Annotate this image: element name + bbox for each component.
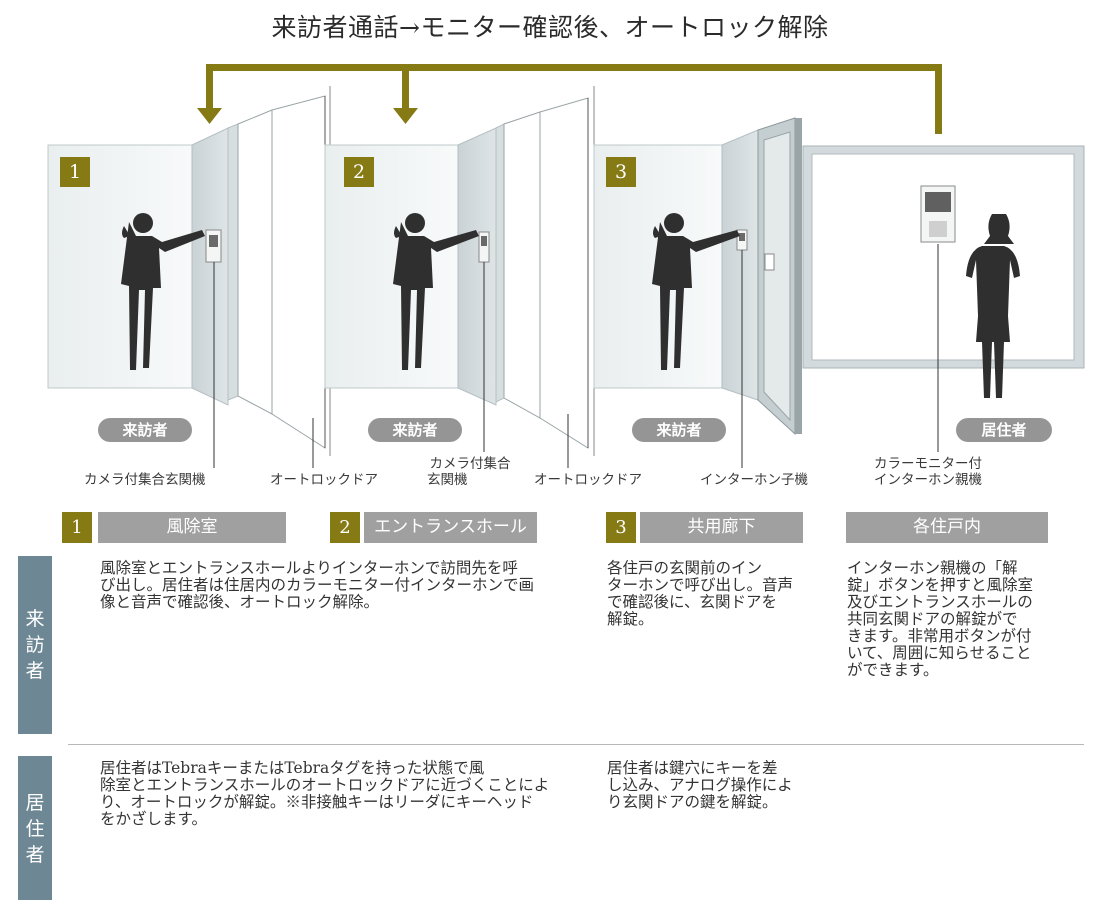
illustration xyxy=(47,64,1085,468)
connector-arrow xyxy=(197,64,942,134)
section-2-header: エントランスホール xyxy=(364,512,537,543)
row-label-resident-char: 者 xyxy=(25,844,45,866)
scene-panel-3 xyxy=(593,117,802,436)
callout-monitor-line1: カラーモニター付 xyxy=(874,456,982,472)
visitor-text-section-4: インターホン親機の「解 錠」ボタンを押すと風除室 及びエントランスホールの 共同… xyxy=(847,560,1033,679)
text-line: 像と音声で確認後、オートロック解除。 xyxy=(100,593,380,611)
callout-autolock-2: オートロックドア xyxy=(534,472,642,488)
section-3-header: 共用廊下 xyxy=(640,512,803,543)
resident-text-sections-1-2: 居住者はTebraキーまたはTebraタグを持った状態で風 除室とエントランスホ… xyxy=(100,760,549,828)
resident-label: 居住者 xyxy=(956,418,1052,442)
step-3-badge: 3 xyxy=(606,157,636,187)
text-line: きます。非常用ボタンが付 xyxy=(847,627,1032,645)
text-line: 風除室とエントランスホールよりインターホンで訪問先を呼 xyxy=(100,559,518,577)
text-line: 共同玄関ドアの解錠がで xyxy=(847,610,1018,628)
visitor-label-3: 来訪者 xyxy=(632,418,726,442)
step-2-badge: 2 xyxy=(344,157,374,187)
visitor-text-sections-1-2: 風除室とエントランスホールよりインターホンで訪問先を呼 び出し。居住者は住居内の… xyxy=(100,560,534,611)
section-2-number: 2 xyxy=(330,512,360,543)
visitor-label-2: 来訪者 xyxy=(368,418,462,442)
text-line: ができます。 xyxy=(847,661,939,679)
callout-lines xyxy=(213,244,939,468)
section-4-header: 各住戸内 xyxy=(846,512,1048,543)
section-1-header: 風除室 xyxy=(98,512,286,543)
visitor-text-section-3: 各住戸の玄関前のイン ターホンで呼び出し。音声 で確認後に、玄関ドアを 解錠。 xyxy=(607,560,793,628)
callout-color-monitor: カラーモニター付 インターホン親機 xyxy=(874,456,982,488)
row-label-resident-char: 住 xyxy=(25,818,45,840)
text-line: り、オートロックが解錠。※非接触キーはリーダにキーヘッド xyxy=(100,793,534,811)
row-label-visitor-char: 来 xyxy=(25,608,45,630)
visitor-silhouette-1 xyxy=(121,213,205,370)
callout-autolock-1: オートロックドア xyxy=(270,472,378,488)
callout-monitor-line2: インターホン親機 xyxy=(874,472,982,488)
page-title: 来訪者通話→モニター確認後、オートロック解除 xyxy=(271,13,829,42)
section-1-number: 1 xyxy=(62,512,92,543)
text-line: 錠」ボタンを押すと風除室 xyxy=(847,576,1034,594)
text-line: いて、周囲に知らせること xyxy=(847,644,1032,662)
row-label-visitor-char: 訪 xyxy=(25,634,45,656)
text-line: 居住者はTebraキーまたはTebraタグを持った状態で風 xyxy=(100,759,485,777)
text-line: ターホンで呼び出し。音声 xyxy=(607,576,794,594)
callout-camera-panel-2: カメラ付集合 玄関機 xyxy=(425,456,515,488)
step-1-badge: 1 xyxy=(60,157,90,187)
row-divider xyxy=(68,744,1084,745)
scene-panel-2 xyxy=(324,86,595,456)
text-line: 及びエントランスホールの xyxy=(847,593,1033,611)
section-3-number: 3 xyxy=(606,512,636,543)
text-line: をかざします。 xyxy=(100,810,207,828)
text-line: 解錠。 xyxy=(607,610,654,628)
callout-interphone-sub: インターホン子機 xyxy=(700,472,808,488)
row-label-resident: 居 住 者 xyxy=(18,756,52,900)
text-line: で確認後に、玄関ドアを xyxy=(607,593,778,611)
text-line: 除室とエントランスホールのオートロックドアに近づくことによ xyxy=(100,776,550,794)
resident-silhouette xyxy=(966,214,1020,398)
text-line: 居住者は鍵穴にキーを差 xyxy=(607,759,778,777)
resident-text-section-3: 居住者は鍵穴にキーを差 し込み、アナログ操作によ り玄関ドアの鍵を解錠。 xyxy=(607,760,793,811)
callout-camera-panel-2-line1: カメラ付集合 xyxy=(429,456,511,472)
row-label-visitor: 来 訪 者 xyxy=(18,556,52,734)
text-line: 各住戸の玄関前のイン xyxy=(607,559,763,577)
row-label-visitor-char: 者 xyxy=(25,660,45,682)
text-line: り玄関ドアの鍵を解錠。 xyxy=(607,793,778,811)
text-line: インターホン親機の「解 xyxy=(847,559,1018,577)
text-line: し込み、アナログ操作によ xyxy=(607,776,793,794)
visitor-label-1: 来訪者 xyxy=(98,418,192,442)
callout-camera-panel-1: カメラ付集合玄関機 xyxy=(84,472,206,488)
visitor-silhouette-3 xyxy=(652,213,740,370)
scene-panel-4 xyxy=(802,145,1085,369)
scene-panel-1 xyxy=(47,86,331,456)
callout-camera-panel-2-line2: 玄関機 xyxy=(427,472,468,488)
row-label-resident-char: 居 xyxy=(25,792,45,814)
visitor-silhouette-2 xyxy=(393,213,479,370)
text-line: び出し。居住者は住居内のカラーモニター付インターホンで画 xyxy=(100,576,535,594)
